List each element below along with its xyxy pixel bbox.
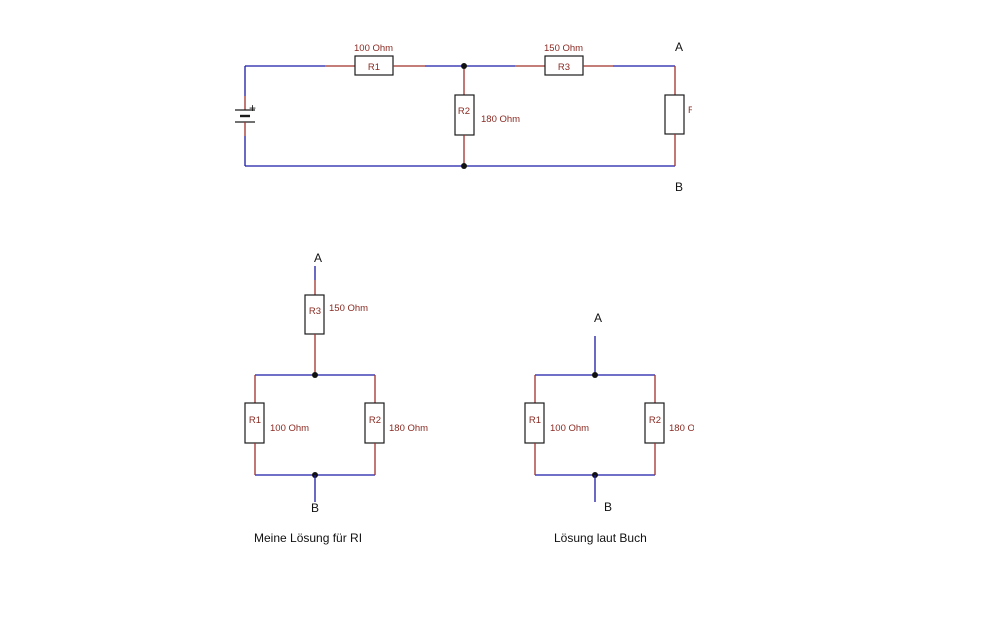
my-r2-value-label: 180 Ohm [389,423,428,434]
node-top [461,63,467,69]
my-terminal-a-label: A [314,251,322,265]
my-r3-name-label: R3 [309,306,321,317]
r1-name-label: R1 [368,62,380,73]
r2-value-label: 180 Ohm [481,114,520,125]
r1-value-label: 100 Ohm [354,43,393,54]
book-solution-caption: Lösung laut Buch [554,531,647,545]
top-circuit: 100 Ohm R1 150 Ohm R3 R2 180 Ohm R + A B [235,40,695,194]
my-node-top [312,372,318,378]
my-r3-value-label: 150 Ohm [329,303,368,314]
load-resistor [664,94,685,135]
node-bottom [461,163,467,169]
terminal-a-label: A [675,40,683,54]
book-r1-name-label: R1 [529,415,541,426]
terminal-b-label: B [675,180,683,194]
book-terminal-b-label: B [604,500,612,514]
book-r2-value-label: 180 Ohm [669,423,708,434]
book-terminal-a-label: A [594,311,602,325]
battery-plus-label: + [249,101,256,115]
book-r2-name-label: R2 [649,415,661,426]
book-r1-value-label: 100 Ohm [550,423,589,434]
r3-name-label: R3 [558,62,570,73]
r3-value-label: 150 Ohm [544,43,583,54]
book-node-top [592,372,598,378]
my-r2-name-label: R2 [369,415,381,426]
book-solution-circuit: A R1 100 Ohm R2 180 Ohm B Lösung laut Bu… [524,311,708,545]
my-solution-circuit: A R3 150 Ohm R1 100 Ohm R2 180 Ohm B Mei… [244,251,428,545]
load-name-label: R [688,105,695,116]
r2-name-label: R2 [458,106,470,117]
my-solution-caption: Meine Lösung für RI [254,531,362,545]
my-terminal-b-label: B [311,501,319,515]
my-r1-name-label: R1 [249,415,261,426]
my-r1-value-label: 100 Ohm [270,423,309,434]
